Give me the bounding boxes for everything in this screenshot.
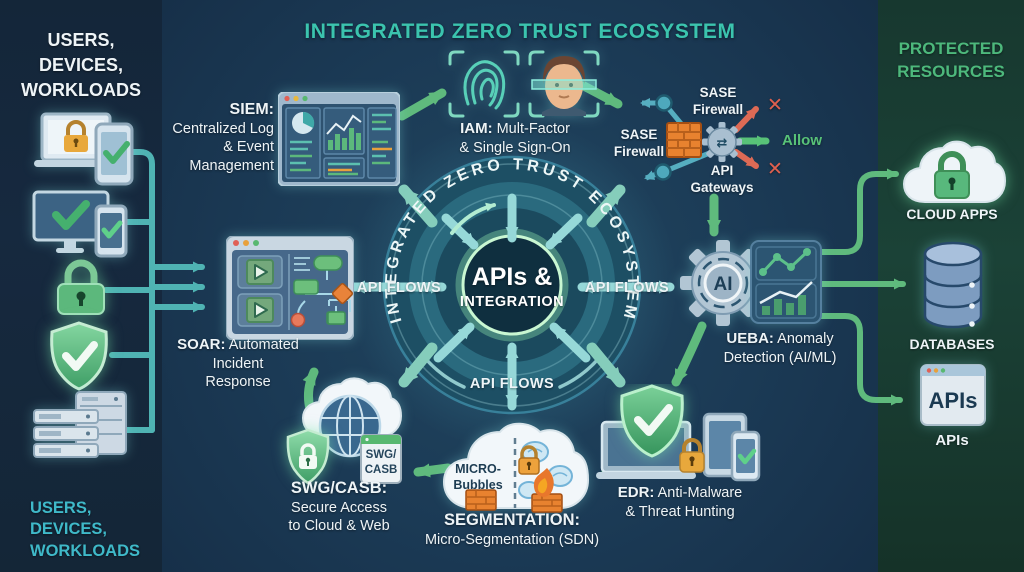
edr-title: EDR: [617, 484, 655, 501]
edr-desc-2: & Threat Hunting [625, 503, 735, 520]
hub-subtitle: INTEGRATION [459, 294, 565, 310]
sase-firewall-top-label: SASE Firewall [692, 85, 744, 117]
hub-title: APIs & [471, 263, 553, 291]
shield-check-icon [44, 320, 114, 392]
api-flows-left-label: API FLOWS [356, 280, 442, 296]
cloud-apps-label: CLOUD APPS [906, 206, 998, 222]
ueba-title: UEBA: [726, 330, 774, 347]
ueba-desc-2: Detection (AI/ML) [723, 349, 837, 366]
apis-window-text: APIs [929, 388, 978, 413]
deny-x-top: ✕ [767, 95, 783, 116]
apis-window-icon: APIs [920, 364, 986, 426]
api-gateways-label: API Gateways [690, 163, 754, 195]
face-scan-icon [526, 50, 602, 118]
monitor-check-phone-icon [30, 190, 138, 258]
left-panel-footer: USERS, DEVICES, WORKLOADS [30, 499, 140, 560]
soar-title: SOAR: [177, 336, 226, 353]
segmentation-label: SEGMENTATION: Micro-Segmentation (SDN) [404, 510, 620, 549]
soar-label: SOAR: Automated Incident Response [168, 336, 308, 391]
fingerprint-icon [448, 50, 520, 118]
ueba-label: UEBA: Anomaly Detection (AI/ML) [690, 330, 870, 367]
swg-desc: Secure Access to Cloud & Web [288, 499, 390, 535]
ueba-ai-gear-icon: AI [680, 240, 766, 326]
api-gateway-gear-icon: ⇄ [702, 122, 742, 162]
siem-dashboard-icon [278, 92, 400, 186]
segmentation-desc: Micro-Segmentation (SDN) [424, 531, 600, 548]
iam-title: IAM: [460, 120, 493, 137]
edr-label: EDR: Anti-Malware & Threat Hunting [594, 484, 766, 521]
edr-devices-icon [594, 384, 762, 486]
server-stack-icon [32, 390, 128, 462]
iam-desc-1: Mult-Factor [492, 121, 570, 137]
edr-desc-1: Anti-Malware [654, 485, 743, 501]
iam-label: IAM: Mult-Factor & Single Sign-On [412, 120, 618, 157]
page-title: INTEGRATED ZERO TRUST ECOSYSTEM [304, 20, 736, 43]
ai-label: AI [714, 274, 733, 295]
swg-shield-lock-icon [284, 428, 332, 486]
padlock-icon [52, 256, 110, 318]
api-flows-right-label: API FLOWS [584, 280, 670, 296]
database-icon [920, 240, 986, 332]
sase-firewall-left-label: SASE Firewall [613, 127, 665, 159]
soar-desc-3: Response [205, 374, 271, 391]
swg-casb-tag-label: SWG/ CASB [364, 449, 398, 476]
left-panel-title: USERS, DEVICES, WORKLOADS [21, 30, 141, 101]
databases-label: DATABASES [909, 336, 995, 352]
micro-bubbles-label: MICRO- Bubbles [453, 462, 503, 492]
deny-x-bottom: ✕ [767, 159, 783, 180]
ueba-charts-panel-icon [750, 240, 822, 324]
siem-title: SIEM: [229, 101, 274, 118]
swg-title: SWG/CASB: [290, 479, 388, 497]
firewall-brick-icon [666, 122, 702, 158]
segmentation-title: SEGMENTATION: [444, 511, 580, 529]
laptop-lock-phone-icon [28, 110, 140, 188]
soar-playbook-icon [226, 236, 354, 340]
iam-desc-2: & Single Sign-On [459, 139, 571, 156]
gateway-swap-glyph: ⇄ [717, 136, 728, 151]
right-panel-title: PROTECTED RESOURCES [897, 39, 1005, 81]
soar-desc-1: Automated [225, 337, 299, 353]
siem-label: SIEM: Centralized Log & Event Management [156, 100, 274, 175]
cloud-apps-icon [898, 134, 1008, 210]
swg-label: SWG/CASB: Secure Access to Cloud & Web [260, 478, 418, 535]
apis-label: APIs [935, 432, 969, 449]
allow-label: Allow [782, 132, 822, 149]
soar-desc-2: Incident [212, 355, 264, 372]
api-flows-bottom-label: API FLOWS [469, 376, 555, 392]
ueba-desc-1: Anomaly [773, 331, 834, 347]
siem-desc: Centralized Log & Event Management [172, 121, 274, 174]
